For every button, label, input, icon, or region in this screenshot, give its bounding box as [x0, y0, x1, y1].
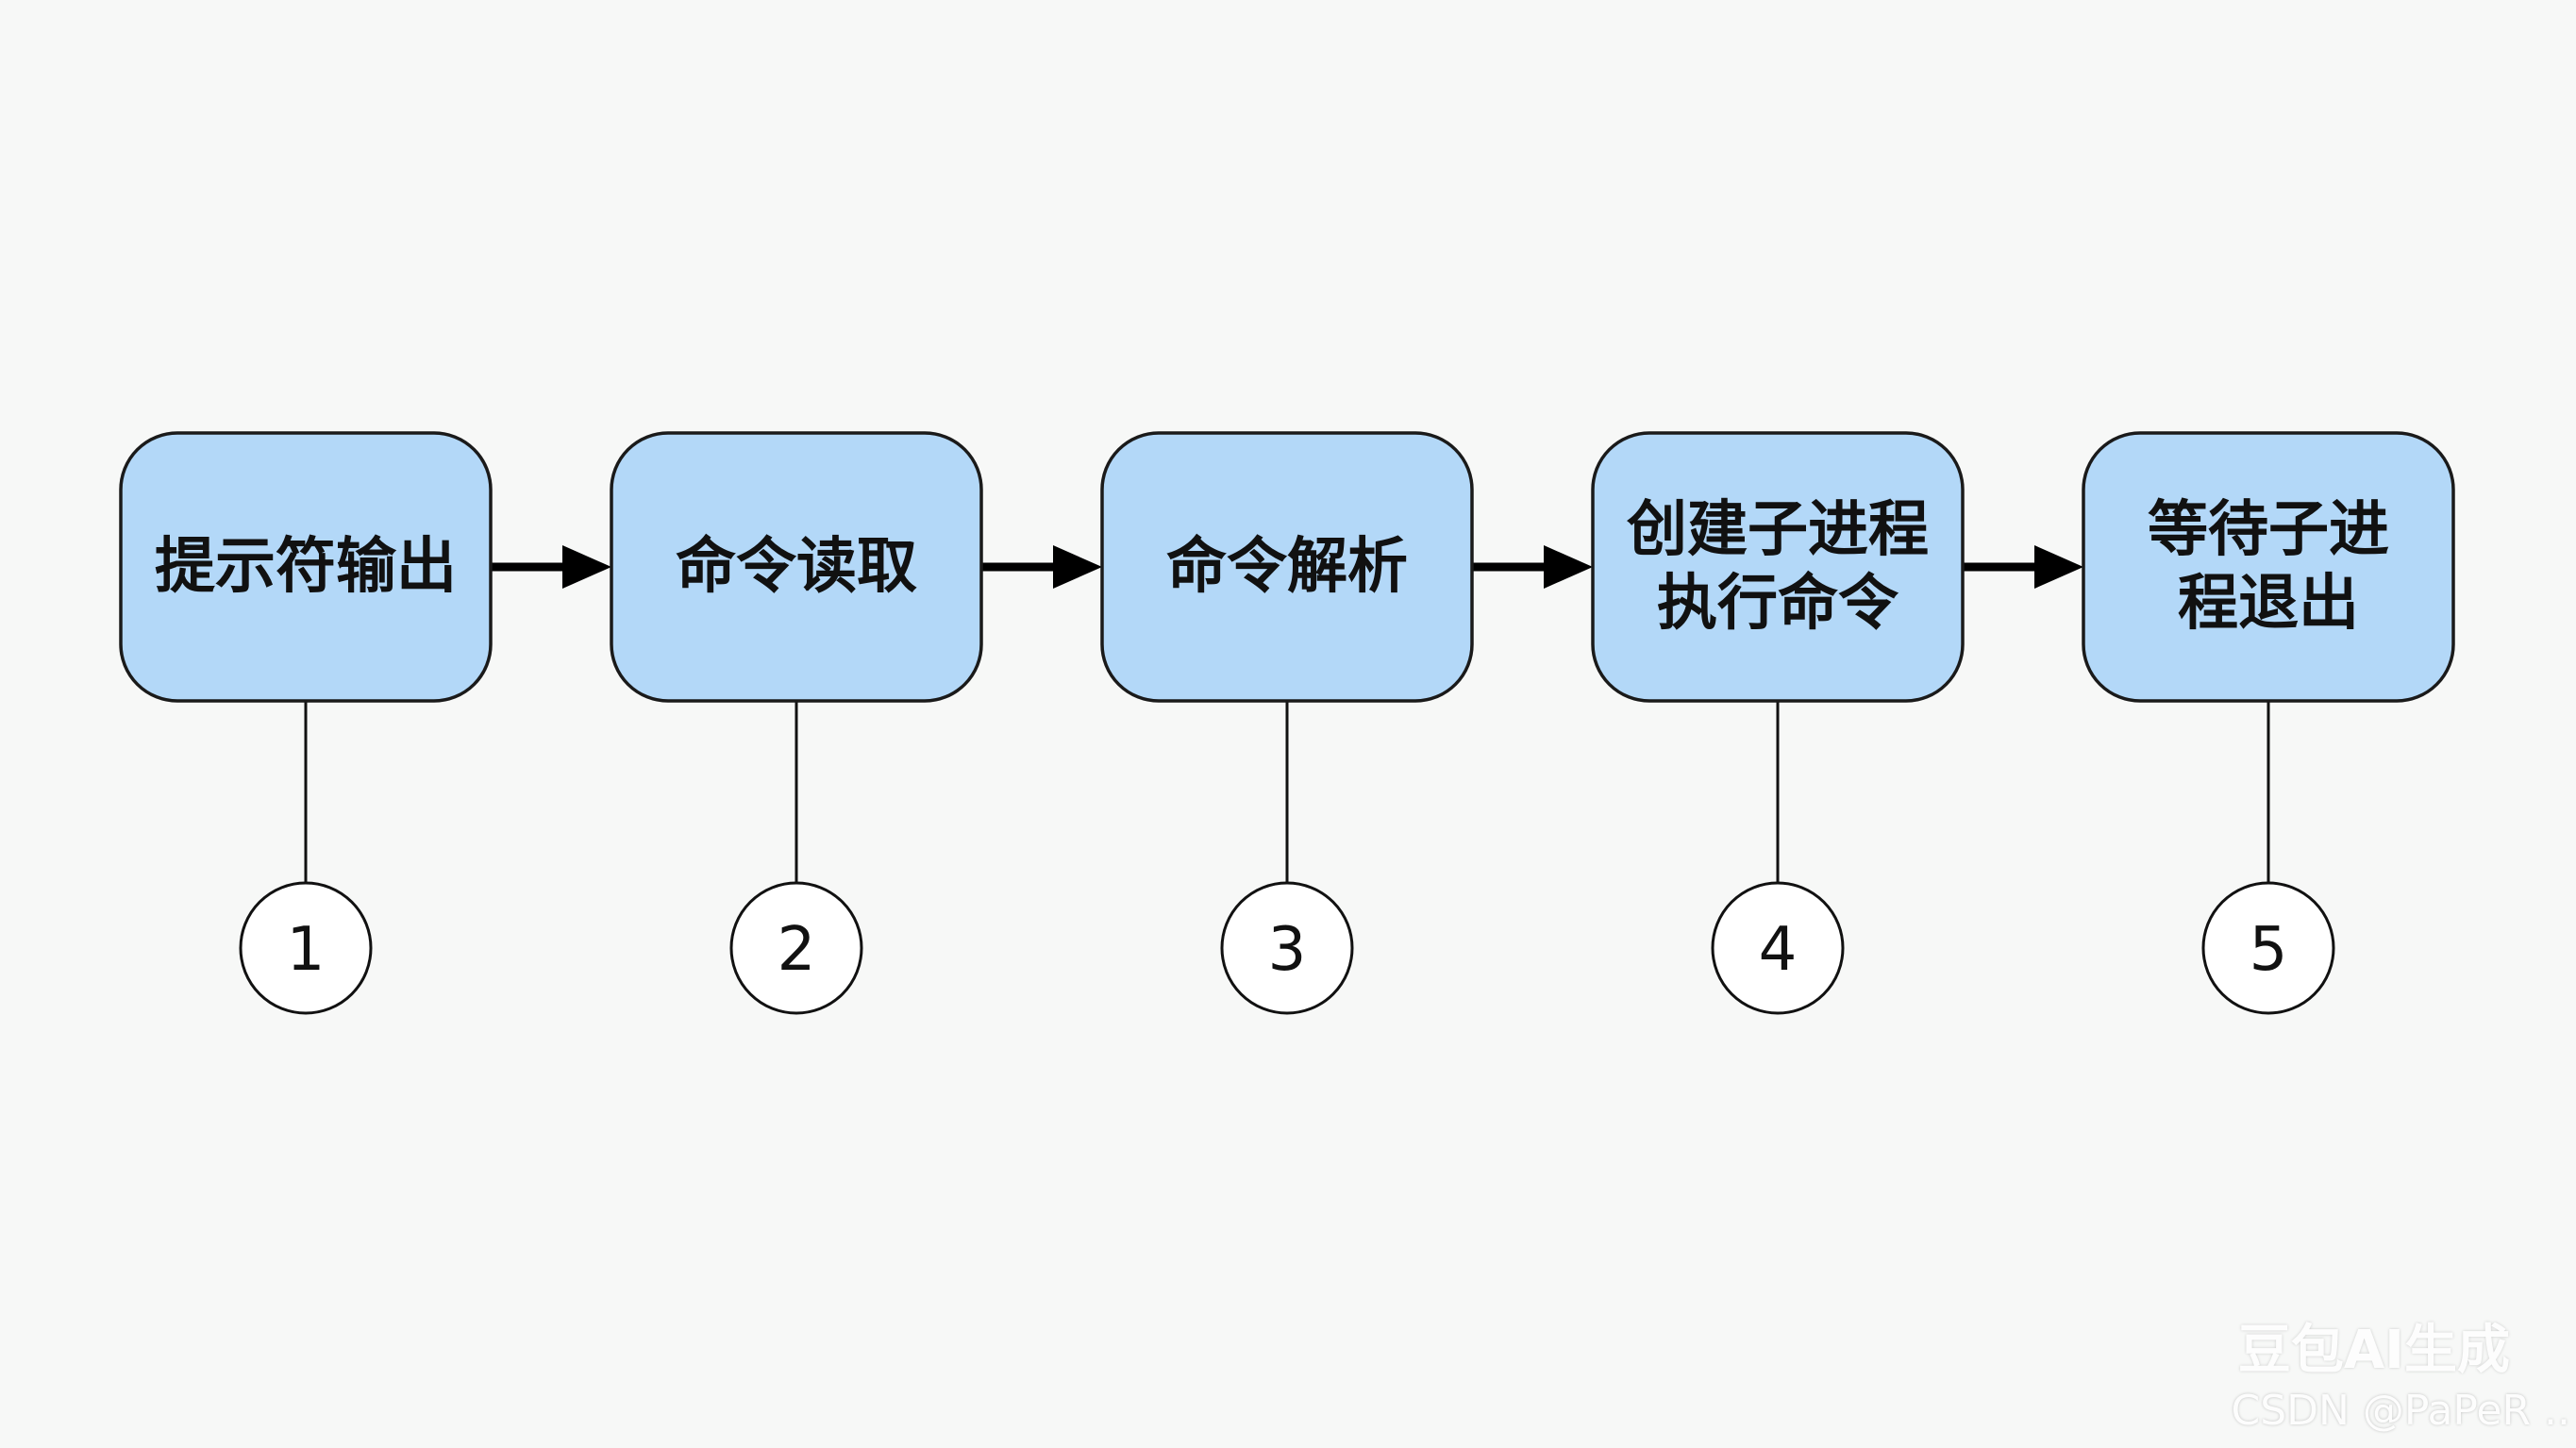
- process-node-3: 命令解析: [1100, 431, 1474, 703]
- process-label-line: 命令解析: [1166, 532, 1408, 602]
- process-label-line: 命令读取: [676, 532, 917, 602]
- process-node-2: 命令读取: [610, 431, 983, 703]
- process-label-line: 提示符输出: [155, 532, 457, 602]
- process-box: [119, 431, 493, 703]
- process-label-line: 程退出: [2178, 569, 2359, 639]
- flow-arrow-head: [562, 545, 611, 589]
- step-circle: [1220, 881, 1354, 1015]
- step-circle: [729, 881, 863, 1015]
- step-circle: [1711, 881, 1845, 1015]
- watermark-source-label: CSDN @PaPeR ..: [2231, 1387, 2570, 1435]
- process-nodes: 提示符输出命令读取命令解析创建子进程执行命令等待子进程退出: [119, 431, 2455, 703]
- step-number: 4: [1759, 915, 1798, 985]
- process-box: [2082, 431, 2455, 703]
- step-circle: [2201, 881, 2335, 1015]
- process-box: [610, 431, 983, 703]
- process-box: [1591, 431, 1965, 703]
- process-label-line: 等待子进: [2148, 495, 2389, 565]
- process-node-1: 提示符输出: [119, 431, 493, 703]
- process-label-line: 执行命令: [1657, 569, 1899, 639]
- step-marker-1: 1: [239, 881, 373, 1015]
- step-number: 5: [2250, 915, 2288, 985]
- step-number: 1: [287, 915, 326, 985]
- watermark: 豆包AI生成 CSDN @PaPeR ..: [2180, 1288, 2576, 1448]
- step-number: 3: [1268, 915, 1307, 985]
- step-marker-5: 5: [2201, 881, 2335, 1015]
- process-box: [1100, 431, 1474, 703]
- watermark-ai-label: 豆包AI生成: [2237, 1320, 2510, 1381]
- connectors: [304, 545, 2270, 882]
- step-marker-2: 2: [729, 881, 863, 1015]
- step-marker-3: 3: [1220, 881, 1354, 1015]
- step-marker-4: 4: [1711, 881, 1845, 1015]
- flow-arrow-head: [1053, 545, 1102, 589]
- step-markers: 1 2 3 4 5: [239, 881, 2335, 1015]
- flow-arrow-head: [2034, 545, 2083, 589]
- step-number: 2: [778, 915, 816, 985]
- flow-arrow-head: [1544, 545, 1593, 589]
- process-label-line: 创建子进程: [1627, 495, 1929, 565]
- step-circle: [239, 881, 373, 1015]
